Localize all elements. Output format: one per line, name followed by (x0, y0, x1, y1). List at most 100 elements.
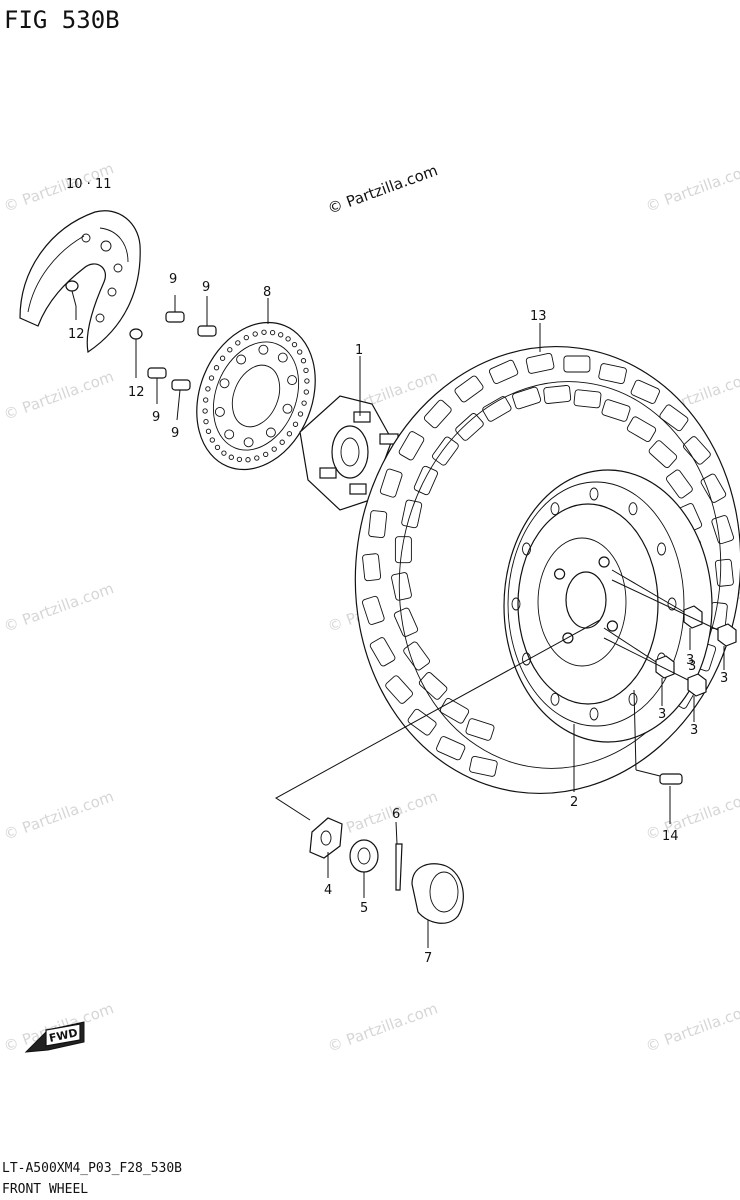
tread-block (465, 718, 495, 741)
rim-hole (522, 542, 531, 556)
tread-block (711, 515, 734, 545)
cover-bolt-12a (65, 280, 79, 320)
disc-hole (303, 389, 309, 395)
disc-hole (214, 444, 221, 451)
brake-disc (196, 298, 316, 471)
callout-8: 8 (263, 285, 271, 300)
disc-hole (286, 431, 293, 437)
callout-9: 9 (169, 272, 177, 287)
callout-13: 13 (530, 309, 547, 324)
lug-nut-lead-lines (603, 569, 719, 681)
tread-block (714, 558, 734, 587)
watermark: © Partzilla.com (643, 787, 740, 844)
tread-block (666, 469, 693, 499)
callout-12: 12 (128, 385, 145, 400)
tread-block (385, 675, 413, 704)
watermark: © Partzilla.com (1, 787, 116, 844)
disc-hole (271, 446, 277, 452)
tread-block (418, 672, 448, 700)
disc-hole (279, 439, 285, 445)
disc-hole (205, 428, 212, 434)
callout-9: 9 (152, 410, 160, 425)
tread-block (432, 436, 459, 466)
callout-14: 14 (662, 829, 679, 844)
watermark: © Partzilla.com (643, 999, 740, 1056)
tread-block (488, 359, 519, 384)
disc-hole (258, 344, 269, 355)
tread-block (469, 755, 498, 777)
disc-hole (214, 406, 225, 417)
lug-nut-3b (717, 623, 737, 670)
fwd-direction-badge: FWD (24, 1021, 85, 1053)
disc-hole (203, 397, 209, 403)
callout-3: 3 (688, 659, 696, 674)
hub-cap (411, 863, 464, 948)
tire-valve (633, 689, 683, 824)
disc-hole (292, 421, 299, 427)
tread-block (683, 436, 711, 465)
tread-block (362, 595, 385, 625)
lug-stud-hole (553, 568, 566, 580)
callout-12: 12 (68, 327, 85, 342)
watermark: © Partzilla.com (643, 159, 740, 216)
rim-hole (628, 502, 638, 516)
tread-block (393, 607, 419, 637)
rim-hole (667, 597, 677, 611)
disc-hole (254, 455, 260, 461)
figure-title: FIG 530B (4, 6, 120, 34)
tread-block (379, 468, 403, 498)
tread-block (601, 399, 631, 422)
disc-bolt-9d (171, 379, 191, 421)
tread-block (700, 473, 727, 503)
rim-hole (628, 692, 638, 706)
watermark: © Partzilla.com (325, 999, 440, 1056)
disc-hole (209, 437, 215, 443)
disc-hole (297, 411, 304, 417)
fwd-label: FWD (48, 1026, 79, 1045)
disc-hole (265, 427, 276, 438)
disc-hole (219, 378, 230, 389)
disc-hole (269, 329, 276, 336)
disc-hole (297, 349, 303, 355)
castle-nut (349, 839, 379, 898)
callout-4: 4 (324, 883, 332, 898)
lug-stud-hole (598, 556, 610, 568)
disc-hole (235, 340, 241, 346)
tread-block (626, 416, 657, 442)
callout-9: 9 (171, 426, 179, 441)
disc-hole (263, 451, 269, 458)
disc-hole (228, 454, 234, 460)
disc-hole (245, 457, 251, 463)
cover-bolt-12b (129, 328, 143, 378)
tread-block (525, 352, 555, 374)
callout-6: 6 (392, 807, 400, 822)
tread-block (630, 379, 660, 404)
disc-hole (243, 334, 249, 341)
disc-hole (303, 367, 309, 374)
tread-block (648, 440, 678, 468)
callout-3: 3 (658, 707, 666, 722)
disc-bolt-9b (197, 296, 217, 337)
disc-bolt-9c (147, 367, 167, 404)
cotter-pin (395, 821, 403, 891)
rim-hole (550, 502, 560, 516)
disc-hole (227, 347, 233, 353)
disc-hole (236, 354, 247, 365)
tread-block (598, 363, 627, 385)
rim-hole (511, 597, 521, 611)
disc-hole (282, 403, 293, 414)
disc-hole (287, 375, 298, 386)
disc-hole (221, 450, 227, 456)
callout-1: 1 (355, 343, 363, 358)
brake-disc-cover (19, 210, 141, 354)
disc-hole (304, 378, 310, 384)
lug-nut-3d (687, 673, 707, 722)
tread-block (398, 431, 425, 461)
callout-2: 2 (570, 795, 578, 810)
callout-3: 3 (686, 653, 694, 668)
disc-hole (236, 456, 243, 463)
disc-hole (205, 386, 211, 392)
disc-hole (277, 352, 288, 363)
tread-block (369, 637, 396, 667)
